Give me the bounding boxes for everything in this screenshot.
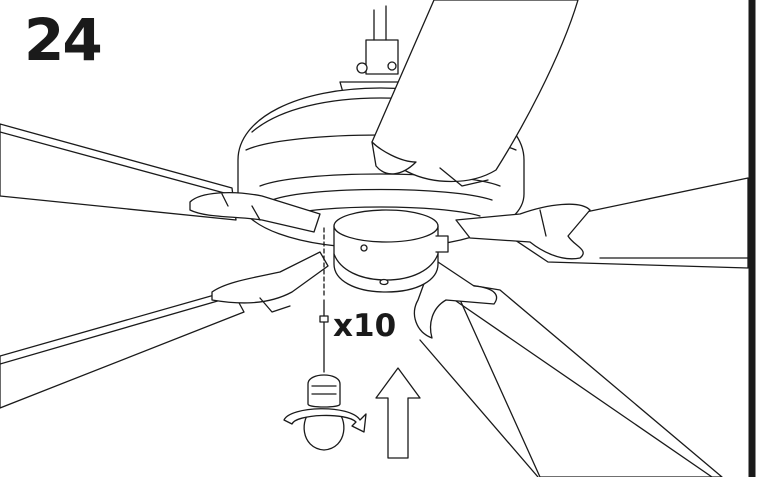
up-arrow-icon bbox=[375, 367, 421, 459]
blade-upper-left bbox=[0, 123, 237, 221]
rotate-clockwise-icon bbox=[283, 408, 367, 433]
blade-arm-lower-left bbox=[211, 251, 329, 313]
blade-arm-left bbox=[189, 192, 321, 233]
light-bulb-icon bbox=[303, 321, 345, 451]
switch-housing bbox=[333, 209, 449, 293]
blade-upper bbox=[371, 0, 579, 187]
screw-icon bbox=[319, 227, 329, 323]
blade-lower-right bbox=[419, 281, 723, 478]
step-number: 24 bbox=[24, 6, 103, 74]
screw-quantity-label: x10 bbox=[333, 308, 397, 344]
blade-lower-left bbox=[0, 289, 245, 409]
blade-arm-lower-right bbox=[413, 261, 498, 339]
blade-arm-right bbox=[455, 203, 591, 260]
